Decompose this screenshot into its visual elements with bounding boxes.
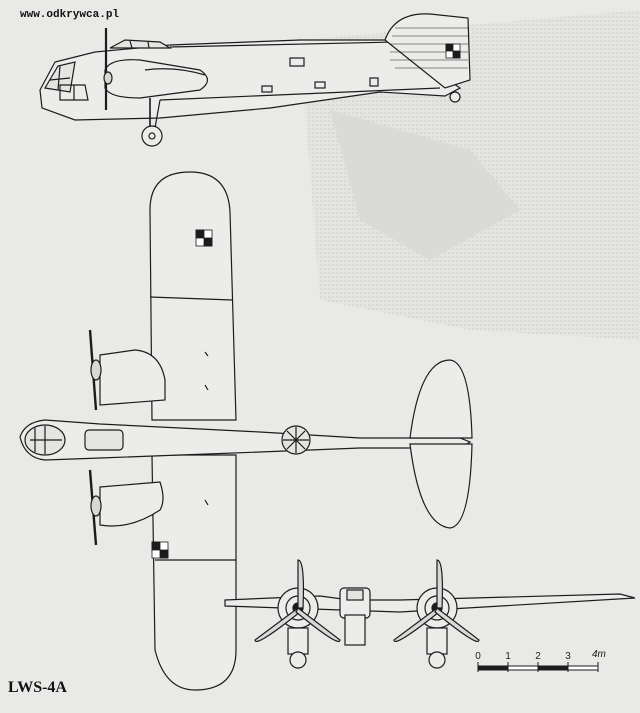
top-insignia-lower: [151, 541, 169, 559]
scale-bar: 0 1 2 3 4m: [470, 649, 620, 697]
front-view: [224, 559, 636, 669]
scale-bar-graphic: [477, 662, 599, 672]
scale-tick-2: 2: [535, 651, 541, 662]
scale-tick-1: 1: [505, 651, 511, 662]
top-wing-upper: [149, 171, 237, 421]
scale-tick-0: 0: [475, 651, 481, 662]
aircraft-title: LWS-4A: [8, 679, 67, 696]
side-tail-fin: [384, 13, 471, 89]
side-main-wheel: [141, 125, 163, 147]
top-tail-upper: [409, 359, 473, 439]
site-url-watermark: www.odkrywca.pl: [20, 9, 120, 21]
top-tail-lower: [409, 443, 473, 529]
top-wing-lower: [151, 454, 237, 691]
top-engine-nacelle-left: [99, 349, 166, 406]
top-engine-nacelle-right: [99, 481, 164, 527]
side-view: [39, 13, 471, 147]
scale-unit: 4m: [592, 649, 606, 660]
top-fuselage: [19, 419, 472, 461]
top-insignia-upper: [195, 229, 213, 247]
scale-tick-3: 3: [565, 651, 571, 662]
top-view: [19, 171, 473, 691]
side-engine-nacelle: [104, 59, 209, 99]
side-canopy: [109, 39, 173, 49]
side-insignia: [445, 43, 461, 59]
